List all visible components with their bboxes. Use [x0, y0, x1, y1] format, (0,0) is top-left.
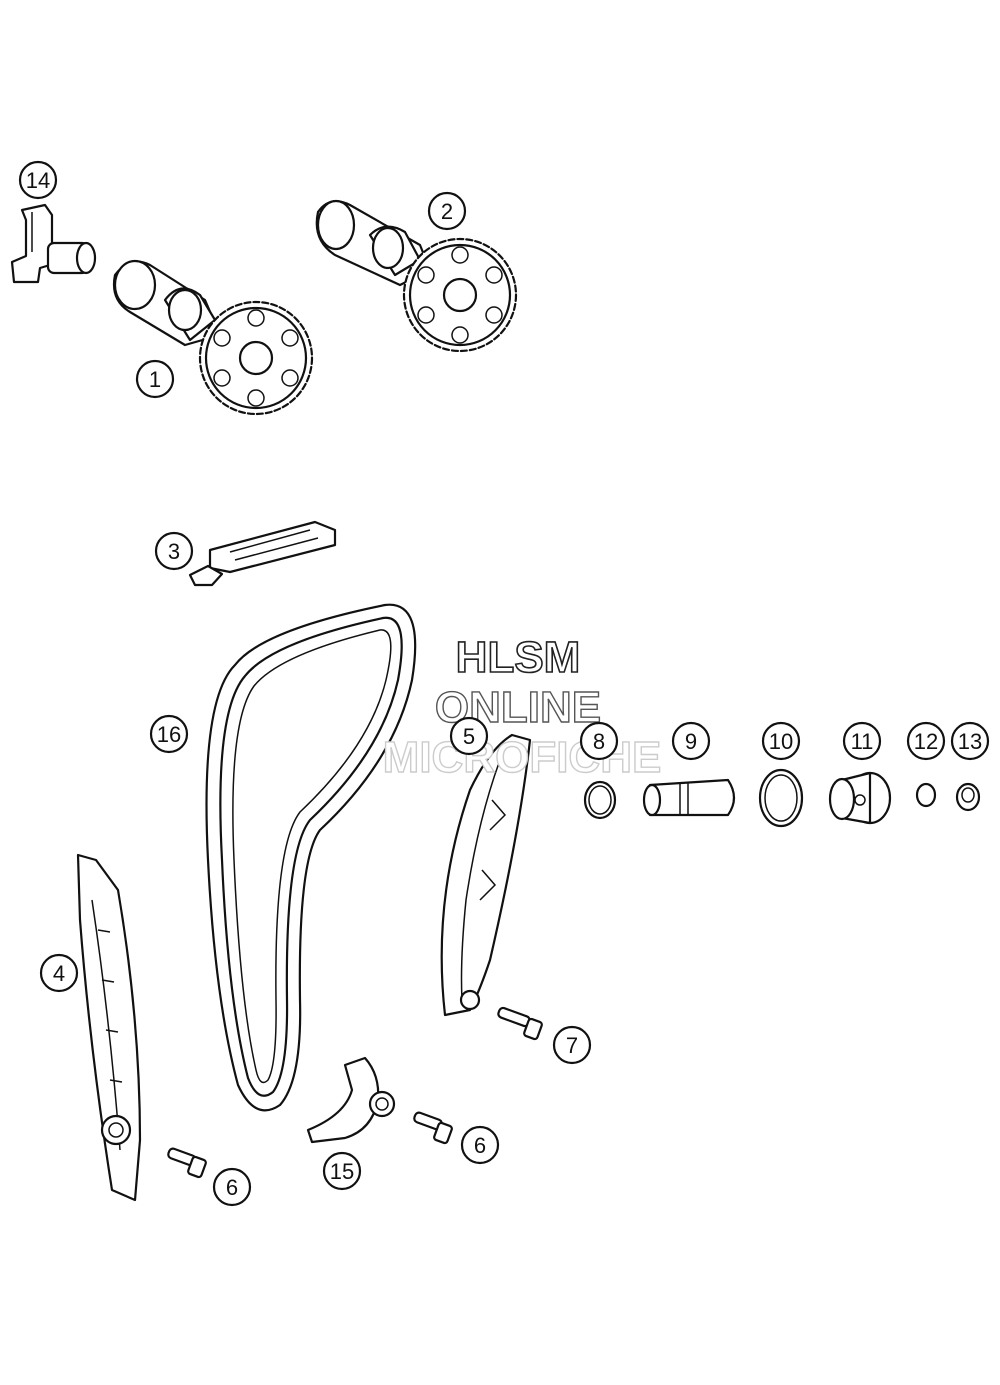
- watermark-line-3: MICROFICHE: [383, 733, 662, 782]
- ring-12: [915, 782, 937, 808]
- callout-label: 10: [769, 729, 793, 754]
- callout-c6b: 6: [460, 1125, 500, 1165]
- callout-c14: 14: [18, 160, 58, 200]
- guide-piece-15: [306, 1056, 396, 1144]
- callout-label: 16: [157, 722, 181, 747]
- callout-label: 13: [958, 729, 982, 754]
- tensioner-rail-5: [440, 733, 532, 1017]
- watermark-line-1: HLSM: [456, 633, 581, 682]
- camshaft-2: [315, 199, 518, 353]
- callout-label: 4: [53, 961, 65, 986]
- callout-c12: 12: [906, 721, 946, 761]
- callout-c13: 13: [950, 721, 990, 761]
- callout-c8: 8: [579, 721, 619, 761]
- callout-c1: 1: [135, 359, 175, 399]
- callout-c4: 4: [39, 953, 79, 993]
- callout-c6a: 6: [212, 1167, 252, 1207]
- callout-c9: 9: [671, 721, 711, 761]
- camshaft-1: [112, 259, 314, 416]
- callout-label: 12: [914, 729, 938, 754]
- callout-c16: 16: [149, 714, 189, 754]
- callout-label: 3: [168, 539, 180, 564]
- guide-rail-4: [76, 853, 142, 1202]
- callout-label: 15: [330, 1159, 354, 1184]
- callout-label: 7: [566, 1033, 578, 1058]
- watermark: HLSM ONLINE MICROFICHE: [382, 632, 662, 783]
- callout-c7: 7: [552, 1025, 592, 1065]
- callout-c10: 10: [761, 721, 801, 761]
- callout-label: 5: [463, 724, 475, 749]
- bolt-7: [497, 1006, 543, 1041]
- bolt-6-right: [413, 1111, 453, 1145]
- callout-label: 9: [685, 729, 697, 754]
- tensioner-plunger-9: [642, 778, 736, 817]
- callout-label: 11: [851, 729, 874, 754]
- callout-label: 2: [441, 199, 453, 224]
- callout-c5: 5: [449, 716, 489, 756]
- callout-c2: 2: [427, 191, 467, 231]
- callout-c11: 11: [842, 721, 882, 761]
- callout-c15: 15: [322, 1151, 362, 1191]
- timing-chain-16: [205, 603, 417, 1112]
- seal-ring-10: [758, 768, 804, 828]
- callout-c3: 3: [154, 531, 194, 571]
- callout-label: 6: [226, 1175, 238, 1200]
- guide-plate-3: [188, 520, 337, 587]
- bolt-6-left: [167, 1147, 207, 1179]
- callout-label: 6: [474, 1133, 486, 1158]
- screw-plug-11: [828, 771, 892, 825]
- callout-label: 14: [26, 168, 50, 193]
- callout-label: 1: [149, 367, 161, 392]
- o-ring-8: [583, 780, 617, 820]
- cap-13: [955, 782, 981, 812]
- sensor-part: [10, 203, 97, 284]
- callout-label: 8: [593, 729, 605, 754]
